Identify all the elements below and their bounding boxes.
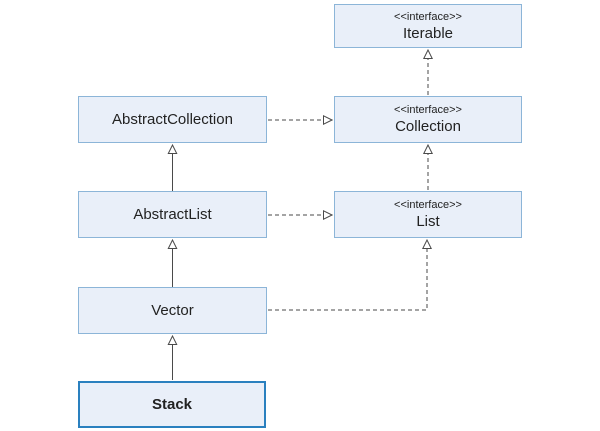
class-box-collection: <<interface>> Collection [334, 96, 522, 143]
vector-name: Vector [151, 302, 194, 319]
class-box-list: <<interface>> List [334, 191, 522, 238]
class-box-iterable: <<interface>> Iterable [334, 4, 522, 48]
class-box-stack: Stack [78, 381, 266, 428]
abstractlist-name: AbstractList [133, 206, 212, 223]
list-stereotype: <<interface>> [394, 199, 462, 211]
class-box-vector: Vector [78, 287, 267, 334]
iterable-stereotype: <<interface>> [394, 10, 462, 23]
connector-vector-list [268, 240, 427, 311]
class-box-abstractlist: AbstractList [78, 191, 267, 238]
abstractcollection-name: AbstractCollection [112, 111, 233, 128]
stack-name: Stack [151, 396, 193, 413]
class-box-abstractcollection: AbstractCollection [78, 96, 267, 143]
iterable-name: Iterable [402, 24, 454, 42]
collection-stereotype: <<interface>> [394, 104, 462, 116]
collection-name: Collection [395, 118, 461, 135]
list-name: List [416, 213, 440, 230]
